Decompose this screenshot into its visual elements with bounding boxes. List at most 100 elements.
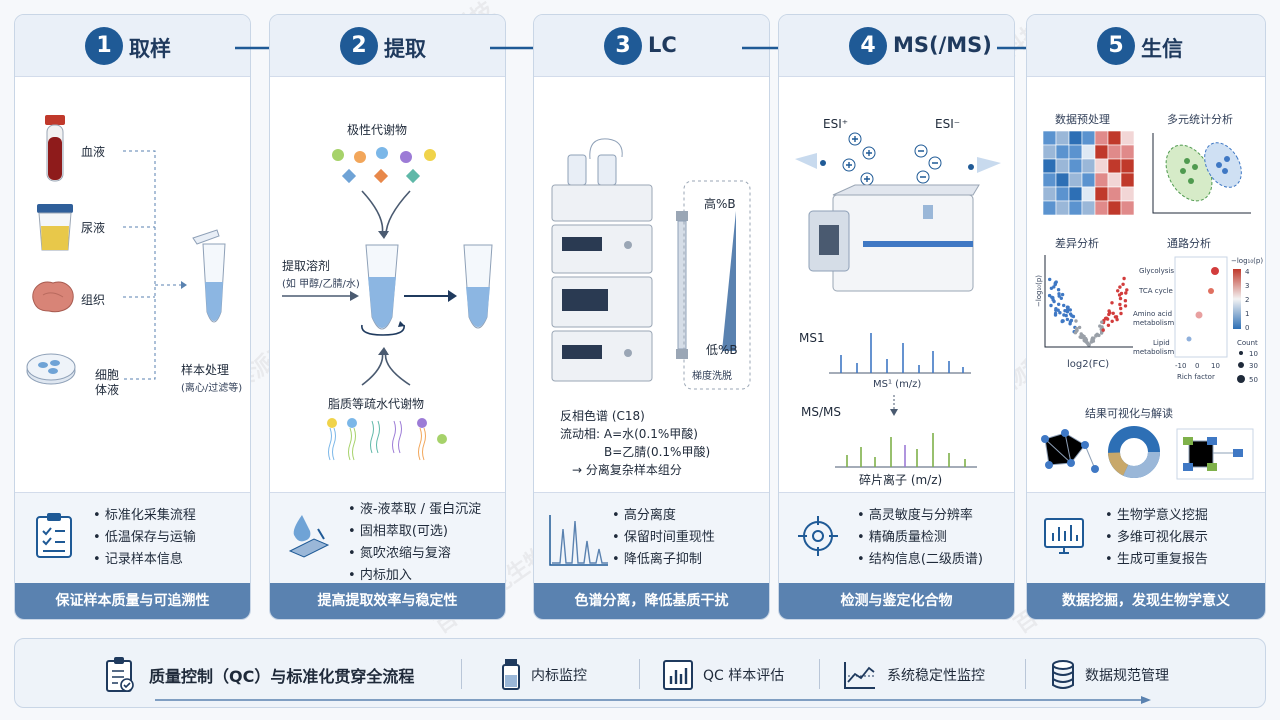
step-footer: 检测与鉴定化合物 [779,583,1014,619]
volcano-point [1105,317,1110,321]
volcano-point [1071,314,1076,319]
heatmap-cell [1055,144,1070,160]
centrifuge-tube-icon [192,229,226,323]
step-footer: 提高提取效率与稳定性 [270,583,505,619]
benefit-item: 生物学意义挖掘 [1105,505,1208,527]
donut-chart-icon [1108,426,1160,478]
pathway-item: metabolism [1133,348,1175,356]
volcano-point [1065,317,1070,322]
volcano-point [1053,311,1058,316]
step-benefits: 液-液萃取 / 蛋白沉淀 固相萃取(可选) 氮吹浓缩与复溶 内标加入 [270,492,505,585]
step-footer: 色谱分离，降低基质干扰 [534,583,769,619]
volcano-point [1062,313,1066,317]
step-benefits: 生物学意义挖掘 多维可视化展示 生成可重复报告 [1027,492,1265,585]
heatmap-cell [1055,186,1070,202]
volcano-point [1049,303,1053,308]
lipid-molecules-icon [327,418,447,461]
step-illustration: 高%B 低%B 梯度洗脱 反相色谱 (C18) 流动相: A=水(0.1%甲酸)… [534,77,769,492]
benefit-item: 标准化采集流程 [93,505,196,527]
step-footer: 保证样本质量与可追溯性 [15,583,250,619]
volcano-point [1100,320,1104,324]
step-benefits: 高灵敏度与分辨率 精确质量检测 结构信息(二级质谱) [779,492,1014,585]
heatmap-cell [1068,144,1083,160]
step-number: 1 [85,27,123,65]
volcano-point [1098,324,1102,328]
volcano-point [1107,312,1111,317]
heatmap-cell [1094,158,1109,174]
step-header: 1 取样 [15,15,250,77]
clipboard-icon [36,513,72,558]
pathway-item: Glycolysis [1139,267,1174,275]
heatmap-cell [1068,172,1083,188]
volcano-point [1068,312,1073,316]
step-illustration: ESI⁺ ESI⁻ MS1 MS¹ (m/z) MS/MS [779,77,1014,492]
fluid-label: 体液 [95,383,120,397]
volcano-point [1060,292,1065,297]
heatmap-cell [1120,186,1135,202]
network-icon [1041,429,1099,473]
product-tube-icon [463,244,493,329]
heatmap-cell [1094,144,1109,160]
ms1-spectrum [829,333,971,374]
volcano-point [1123,299,1128,303]
benefit-item: 降低离子抑制 [612,549,715,571]
chromatogram-icon [549,515,608,566]
bracket-connector [123,150,187,380]
tissue-icon [32,281,74,313]
step-title: LC [648,33,677,57]
volcano-point [1083,338,1088,342]
esi-negative-ions-icon [914,144,1001,184]
heatmap-cell [1068,186,1083,202]
separator [819,659,820,689]
step-number: 5 [1097,27,1135,65]
step-illustration: 极性代谢物 提取溶剂 (如 甲醇/乙腈/水) [270,77,505,492]
mass-spectrometer-icon [808,184,980,292]
heatmap-cell [1042,144,1057,160]
separator [461,659,462,689]
heatmap-cell [1042,200,1057,216]
heatmap-cell [1120,172,1135,188]
volcano-point [1078,335,1082,339]
heatmap-cell [1081,186,1096,202]
benefit-item: 精确质量检测 [857,527,983,549]
qc-data-management: 数据规范管理 [1051,657,1169,693]
ms1-label: MS1 [799,331,825,345]
volcano-point [1068,320,1073,324]
volcano-point [1057,294,1061,298]
step-number: 2 [340,27,378,65]
colorbar [1233,269,1241,329]
volcano-point [1052,285,1056,289]
step-panel-bioinformatics: 5 生信 数据预处理 多元统计分析 差异分析 通路分析 −log₁₀(p) lo… [1026,14,1266,620]
target-icon [798,516,838,556]
fragment-axis-label: 碎片离子 (m/z) [859,473,943,487]
qc-item-label: 系统稳定性监控 [887,668,985,684]
solvent-arrow-icon [282,291,359,301]
step-benefits: 标准化采集流程 低温保存与运输 记录样本信息 [15,492,250,585]
volcano-point [1117,293,1122,297]
volcano-point [1095,333,1099,337]
step-illustration: 数据预处理 多元统计分析 差异分析 通路分析 −log₁₀(p) log2(FC… [1027,77,1265,492]
volcano-point [1123,304,1128,308]
step-header: 2 提取 [270,15,505,77]
step-title: MS(/MS) [893,33,992,57]
qc-system-stability: 系统稳定性监控 [843,657,985,693]
lipid-label: 脂质等疏水代谢物 [328,397,425,411]
benefit-list: 标准化采集流程 低温保存与运输 记录样本信息 [93,505,196,571]
benefit-item: 保留时间重现性 [612,527,715,549]
pathway-map-icon [1176,428,1254,480]
heatmap-cell [1055,130,1070,146]
step-panel-sampling: 1 取样 血液 尿液 组织 细胞 体液 [14,14,251,620]
solvent-label: 提取溶剂 [282,259,331,273]
vortex-icon [361,321,405,336]
step-illustration: 血液 尿液 组织 细胞 体液 [15,77,250,492]
process-label: 样本处理 [181,363,230,377]
esi-positive-label: ESI⁺ [823,117,849,131]
step-title: 提取 [384,37,426,61]
esi-positive-ions-icon [795,132,876,186]
benefit-item: 结构信息(二级质谱) [857,549,983,571]
benefit-list: 液-液萃取 / 蛋白沉淀 固相萃取(可选) 氮吹浓缩与复溶 内标加入 [348,499,481,587]
process-sublabel: (离心/过滤等) [181,383,243,394]
urine-cup-icon [37,204,73,251]
heatmap-cell [1094,186,1109,202]
